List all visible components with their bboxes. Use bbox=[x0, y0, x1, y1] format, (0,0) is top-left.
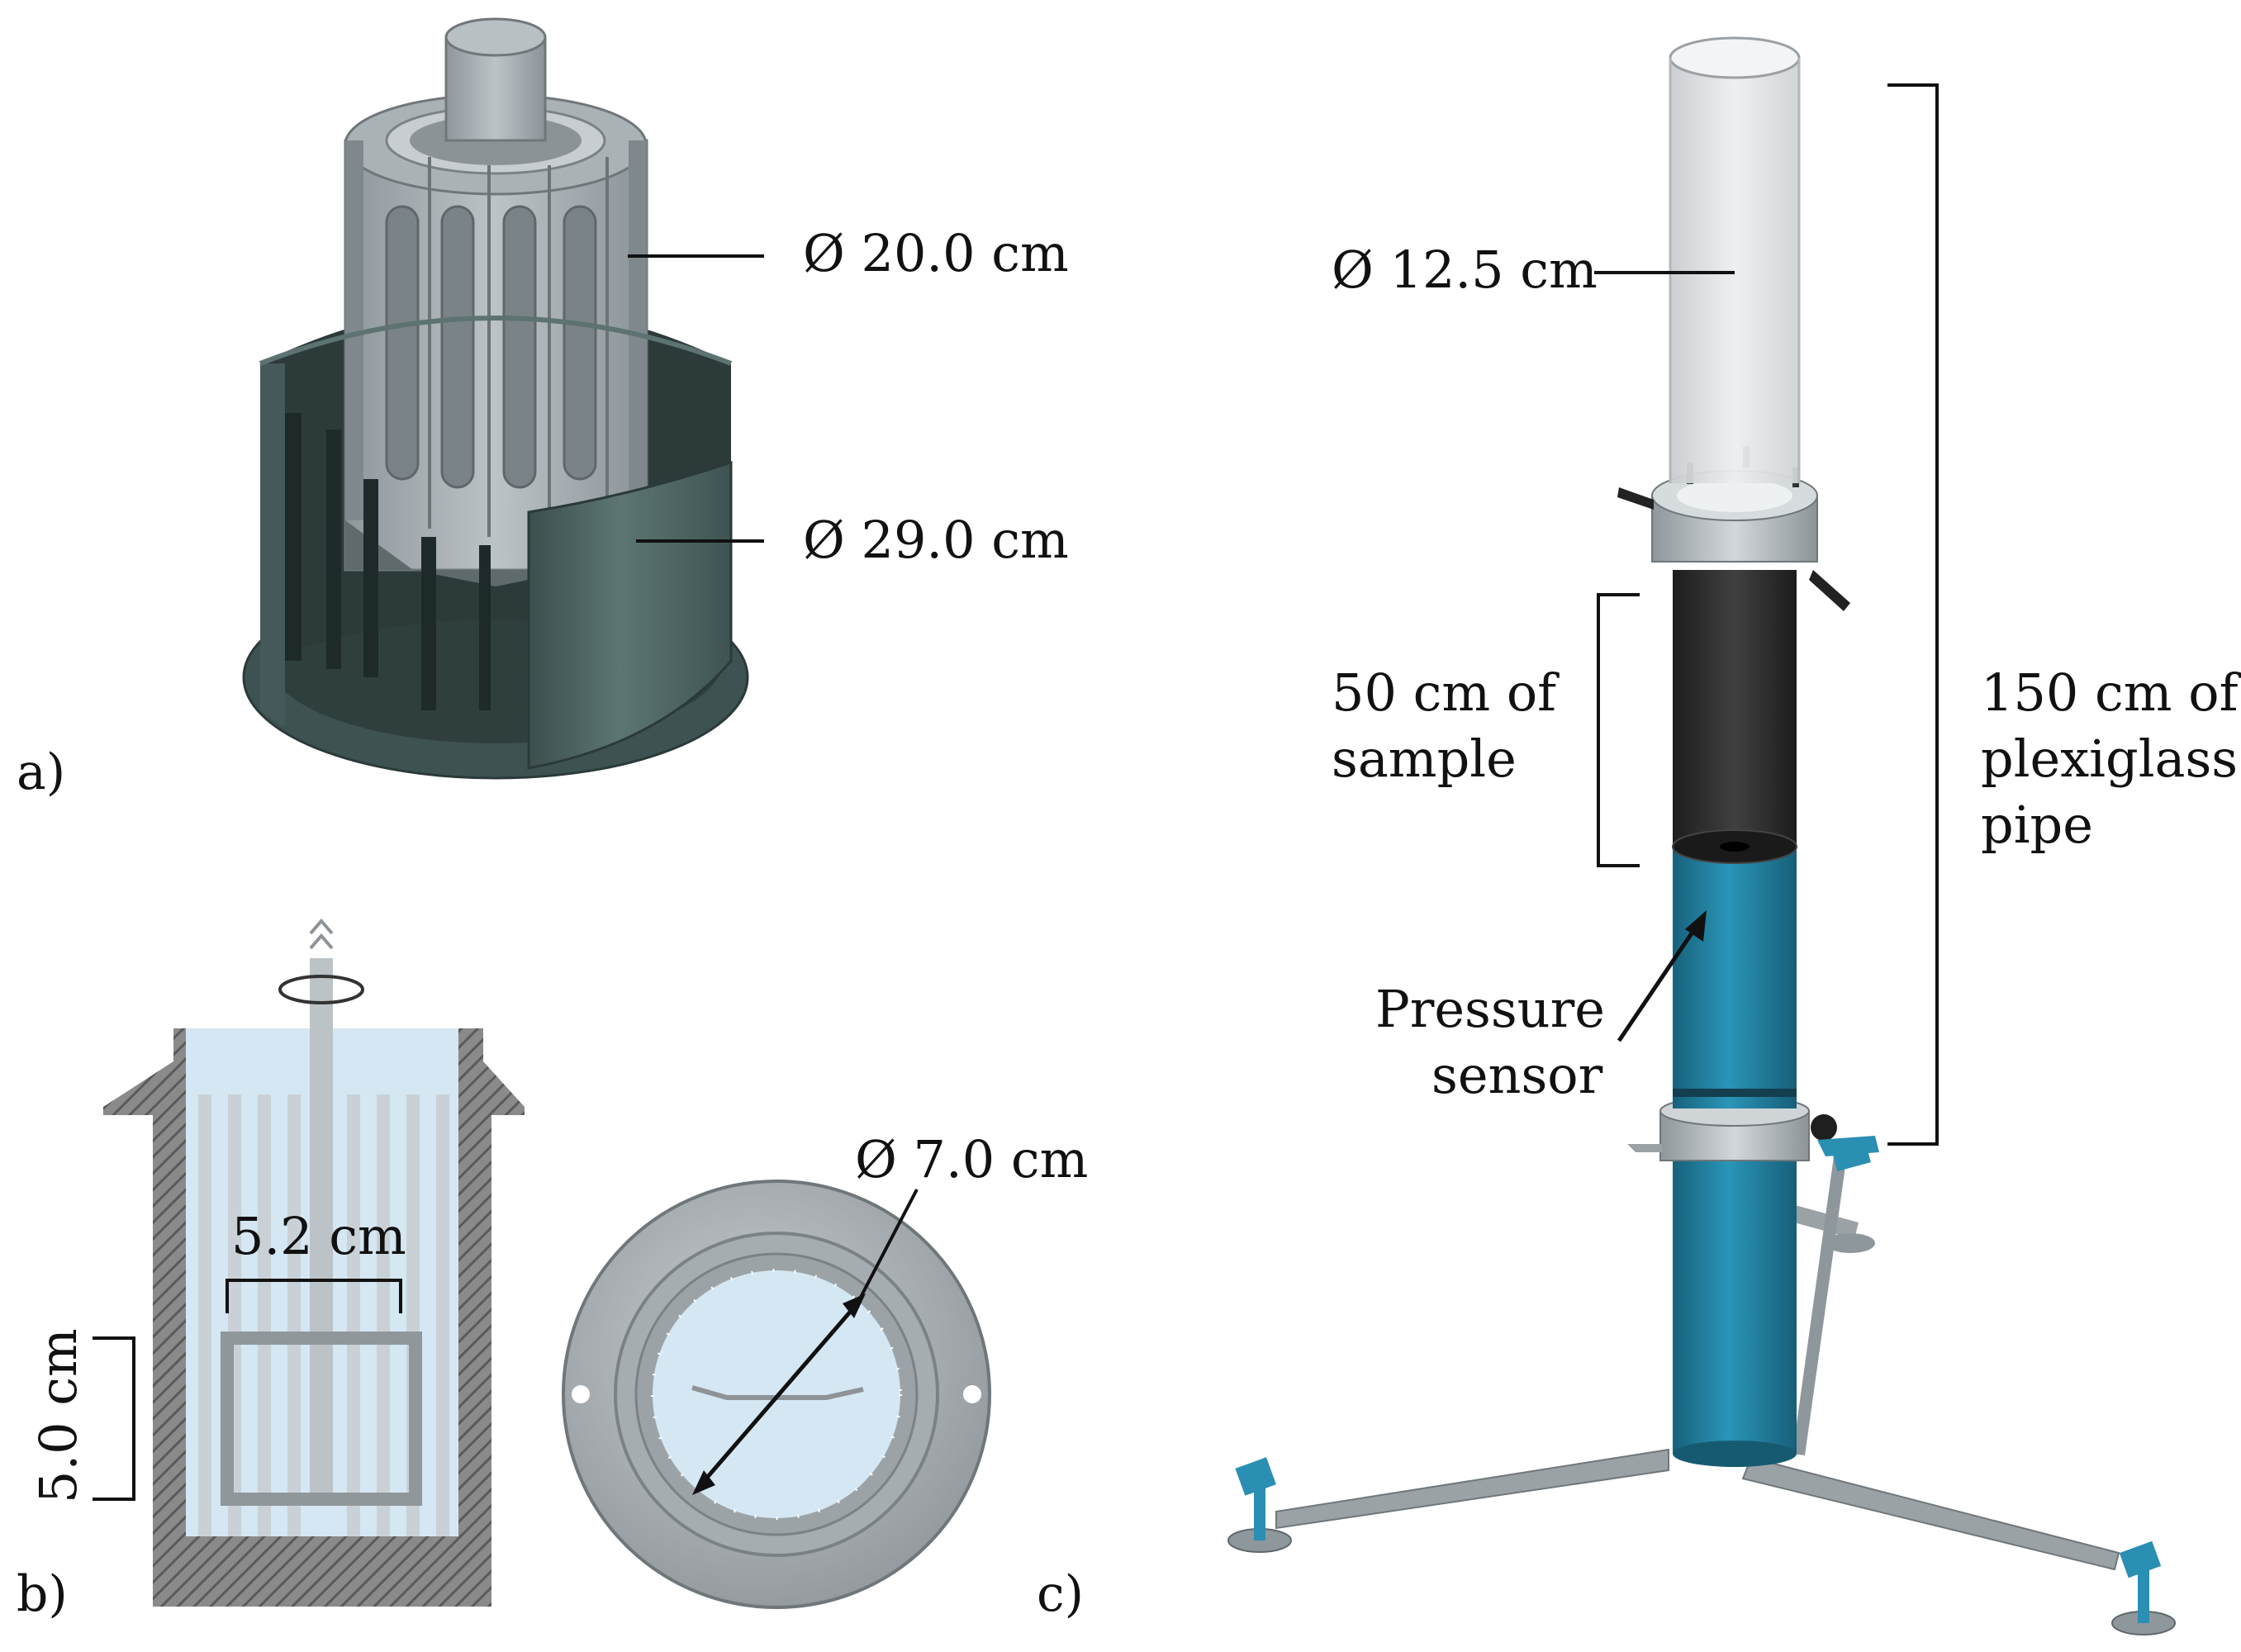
pipe-label-line1: 150 cm of bbox=[1981, 662, 2241, 723]
pipe-collar-opening bbox=[1677, 479, 1792, 512]
sample-label-line2: sample bbox=[1332, 729, 1517, 789]
clamp-bracket-left bbox=[1627, 1144, 1662, 1152]
vessel-baffles bbox=[285, 413, 491, 710]
panel-b-width-label: 5.2 cm bbox=[231, 1206, 406, 1266]
sensor-label-line2: sensor bbox=[1431, 1045, 1603, 1105]
panel-b-height-label: 5.0 cm bbox=[28, 1328, 88, 1503]
panel-a-reactor-drawing bbox=[242, 17, 764, 780]
clamp-lever bbox=[1817, 1136, 1879, 1156]
dim-bracket-width bbox=[226, 1279, 402, 1313]
panel-c-leader bbox=[856, 1189, 919, 1304]
panel-b-letter: b) bbox=[17, 1565, 68, 1623]
pipe-label-line3: pipe bbox=[1981, 795, 2093, 855]
mount-hole-left bbox=[572, 1385, 590, 1403]
up-arrow-icon bbox=[309, 918, 334, 950]
vessel-front-shell bbox=[527, 460, 733, 770]
panel-a-letter: a) bbox=[17, 743, 65, 801]
collar-handle-left bbox=[1617, 487, 1654, 510]
vessel-wall-left bbox=[103, 1028, 186, 1607]
panel-c-dim-label: Ø 7.0 cm bbox=[855, 1129, 1088, 1189]
tripod bbox=[1227, 1140, 2176, 1635]
mount-hole-right bbox=[963, 1385, 981, 1403]
plexiglass-pipe bbox=[1670, 58, 1799, 483]
collar-handle-right bbox=[1809, 570, 1850, 611]
vessel-wall-right bbox=[458, 1028, 525, 1607]
sample-section bbox=[1673, 570, 1797, 847]
pipe-lower bbox=[1673, 1161, 1797, 1454]
vessel-rim bbox=[259, 316, 733, 366]
rotation-arrow-icon bbox=[278, 975, 364, 1004]
stirrer-paddle bbox=[221, 1332, 422, 1506]
pipe-joint-band bbox=[1673, 1089, 1797, 1097]
pipe-upper bbox=[1673, 844, 1797, 1108]
clamp-knob bbox=[1811, 1114, 1837, 1141]
sensor-arrow bbox=[1617, 922, 1701, 1042]
arrowhead-bottom bbox=[692, 1470, 715, 1495]
impeller bbox=[344, 17, 648, 586]
plexiglass-pipe-top bbox=[1669, 36, 1801, 79]
panel-c-letter: c) bbox=[1037, 1565, 1084, 1623]
vessel-bottom bbox=[153, 1536, 491, 1607]
vessel-front-wall bbox=[260, 363, 285, 727]
sensor-arrowhead bbox=[1685, 910, 1707, 942]
dim-bracket-height bbox=[93, 1336, 135, 1501]
sample-bracket bbox=[1597, 593, 1640, 867]
panel-a-dim-inner-label: Ø 20.0 cm bbox=[803, 223, 1069, 283]
panel-a-dim-outer-label: Ø 29.0 cm bbox=[803, 510, 1069, 570]
panel-b-cross-section bbox=[93, 918, 525, 1607]
stirrer-shaft bbox=[310, 958, 333, 1495]
pipe-label-line2: plexiglass bbox=[1981, 729, 2238, 789]
column-apparatus bbox=[1227, 36, 2176, 1635]
sample-label-line1: 50 cm of bbox=[1332, 662, 1560, 723]
sensor-label-line1: Pressure bbox=[1375, 979, 1605, 1039]
panel-c-dim-arrow bbox=[699, 1302, 859, 1487]
panel-c-disc bbox=[562, 1180, 991, 1609]
pipe-bracket bbox=[1887, 83, 1939, 1146]
pipe-lower-base bbox=[1673, 1441, 1797, 1467]
column-dim-label: Ø 12.5 cm bbox=[1332, 240, 1598, 300]
sample-hole bbox=[1720, 842, 1750, 852]
